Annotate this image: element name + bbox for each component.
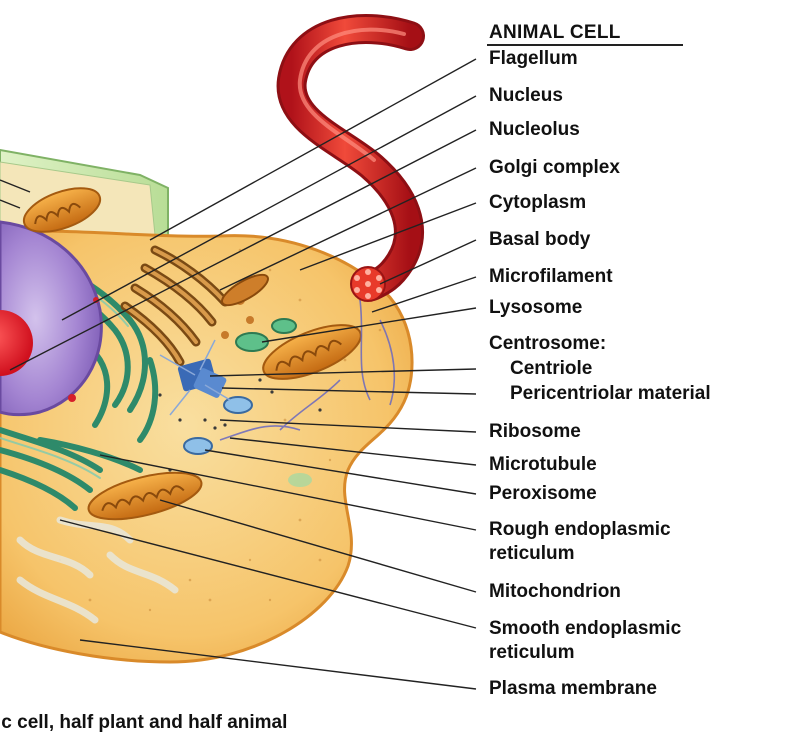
rough-er xyxy=(0,247,159,511)
label-centrosome: Centrosome: xyxy=(489,333,607,354)
label-golgi-complex: Golgi complex xyxy=(489,157,620,178)
mitochondrion-golgi xyxy=(221,273,269,307)
peroxisome xyxy=(223,396,253,414)
label-flagellum: Flagellum xyxy=(489,48,578,69)
mitochondrion-right xyxy=(262,324,362,380)
label-mitochondrion: Mitochondrion xyxy=(489,581,621,602)
label-nucleolus: Nucleolus xyxy=(489,119,580,140)
nucleolus xyxy=(0,310,33,376)
label-microfilament: Microfilament xyxy=(489,266,613,287)
label-cytoplasm: Cytoplasm xyxy=(489,192,587,213)
nucleus xyxy=(0,220,103,417)
lysosome xyxy=(235,332,269,352)
label-pericentriolar: Pericentriolar material xyxy=(510,383,711,404)
mitochondrion-upper xyxy=(22,187,102,233)
label-basal-body: Basal body xyxy=(489,229,591,250)
label-rough-er-line1: Rough endoplasmic xyxy=(489,519,671,540)
diagram-heading: ANIMAL CELL xyxy=(489,22,621,43)
flagellum xyxy=(276,14,425,301)
smooth-er xyxy=(16,516,179,624)
heading-underline xyxy=(487,44,683,46)
leader-lines xyxy=(9,58,477,690)
microtubules xyxy=(219,299,396,441)
label-plasma-membrane: Plasma membrane xyxy=(489,678,657,699)
label-smooth-er-line1: Smooth endoplasmic xyxy=(489,618,682,639)
label-ribosome: Ribosome xyxy=(489,421,581,442)
label-microtubule: Microtubule xyxy=(489,454,597,475)
basal-body xyxy=(350,266,386,302)
label-nucleus: Nucleus xyxy=(489,85,563,106)
label-peroxisome: Peroxisome xyxy=(489,483,597,504)
label-smooth-er-line2: reticulum xyxy=(489,642,575,663)
label-rough-er-line2: reticulum xyxy=(489,543,575,564)
diagram-caption: ic cell, half plant and half animal xyxy=(0,712,288,733)
label-centriole: Centriole xyxy=(510,358,593,379)
label-lysosome: Lysosome xyxy=(489,297,583,318)
mitochondrion-lower xyxy=(87,471,203,521)
